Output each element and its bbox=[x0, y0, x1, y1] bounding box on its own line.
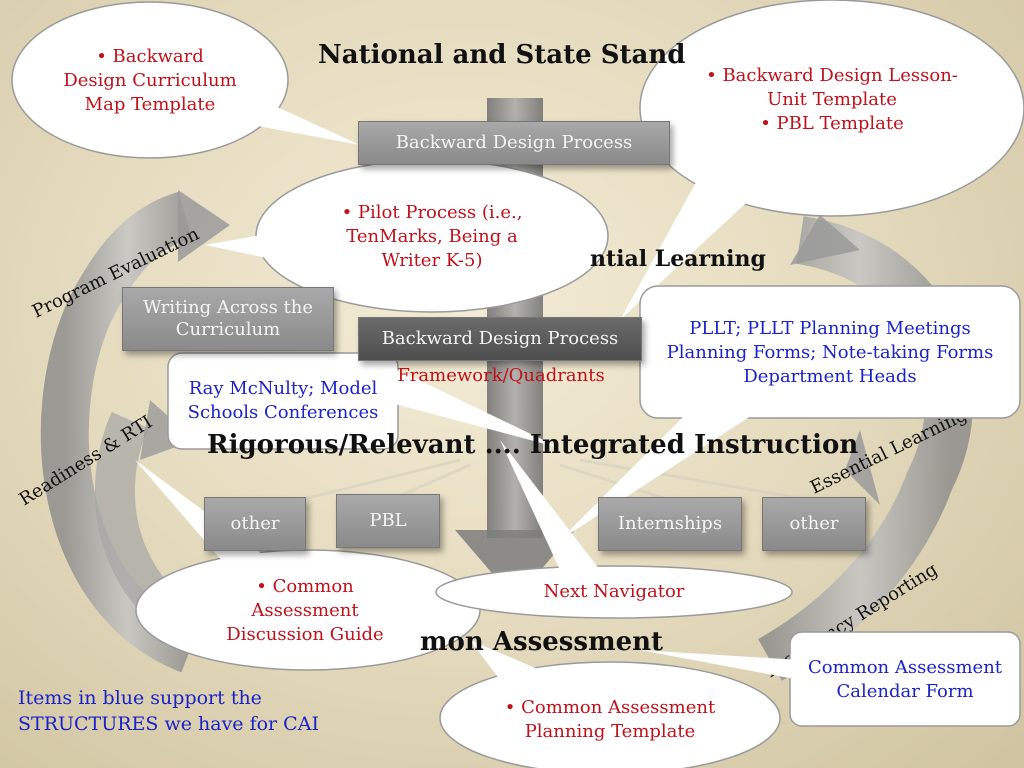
callout-planning bbox=[439, 640, 781, 768]
box-other-left: other bbox=[204, 497, 306, 551]
callout-curriculum-map-text: • Backward Design Curriculum Map Templat… bbox=[63, 45, 237, 116]
callout-lesson-unit-line2: • PBL Template bbox=[760, 113, 904, 135]
callout-lesson-unit-line1: • Backward Design Lesson-Unit Template bbox=[706, 64, 958, 110]
callout-discussion-text: • Common Assessment Discussion Guide bbox=[226, 575, 384, 646]
heading-essential-learning: ntial Learning bbox=[590, 246, 766, 272]
callout-pllt-line3: Department Heads bbox=[743, 366, 917, 388]
box-internships: Internships bbox=[598, 497, 742, 551]
right-cycle-arrow bbox=[757, 215, 974, 681]
callout-navigator-text: Next Navigator bbox=[543, 580, 685, 602]
box-writing-across-curriculum: Writing Across the Curriculum bbox=[122, 287, 334, 351]
footer-note: Items in blue support the STRUCTURES we … bbox=[18, 687, 319, 735]
callout-pllt-line1: PLLT; PLLT Planning Meetings bbox=[689, 317, 971, 339]
callout-navigator bbox=[435, 440, 793, 619]
callout-planning-text: • Common Assessment Planning Template bbox=[504, 696, 716, 742]
heading-common-assessment: mon Assessment bbox=[420, 627, 664, 657]
box-other-right: other bbox=[762, 497, 866, 551]
callout-curriculum-map bbox=[11, 1, 360, 159]
callout-pilot-text: • Pilot Process (i.e., TenMarks, Being a… bbox=[341, 201, 523, 272]
callout-mcnulty-text: Ray McNulty; Model Schools Conferences bbox=[187, 377, 379, 423]
box-backward-design-mid: Backward Design Process bbox=[358, 317, 642, 361]
callout-pllt-text: PLLT; PLLT Planning Meetings Planning Fo… bbox=[648, 306, 1012, 400]
box-pbl: PBL bbox=[336, 494, 440, 548]
heading-rigorous: Rigorous/Relevant .... Integrated Instru… bbox=[207, 430, 859, 460]
callout-lesson-unit-text: • Backward Design Lesson-Unit Template •… bbox=[700, 50, 964, 150]
box-backward-design-top: Backward Design Process bbox=[358, 121, 670, 165]
framework-quadrants-text: Framework/Quadrants bbox=[397, 365, 605, 386]
callout-lesson-unit bbox=[620, 0, 1024, 320]
callout-calendar-text: Common Assessment Calendar Form bbox=[807, 656, 1003, 702]
callout-mcnulty bbox=[167, 352, 560, 450]
callout-calendar bbox=[640, 631, 1021, 727]
callout-pilot bbox=[205, 159, 609, 313]
callout-pllt-line2: Planning Forms; Note-taking Forms bbox=[666, 341, 994, 363]
heading-standards: National and State Stand bbox=[318, 40, 686, 70]
